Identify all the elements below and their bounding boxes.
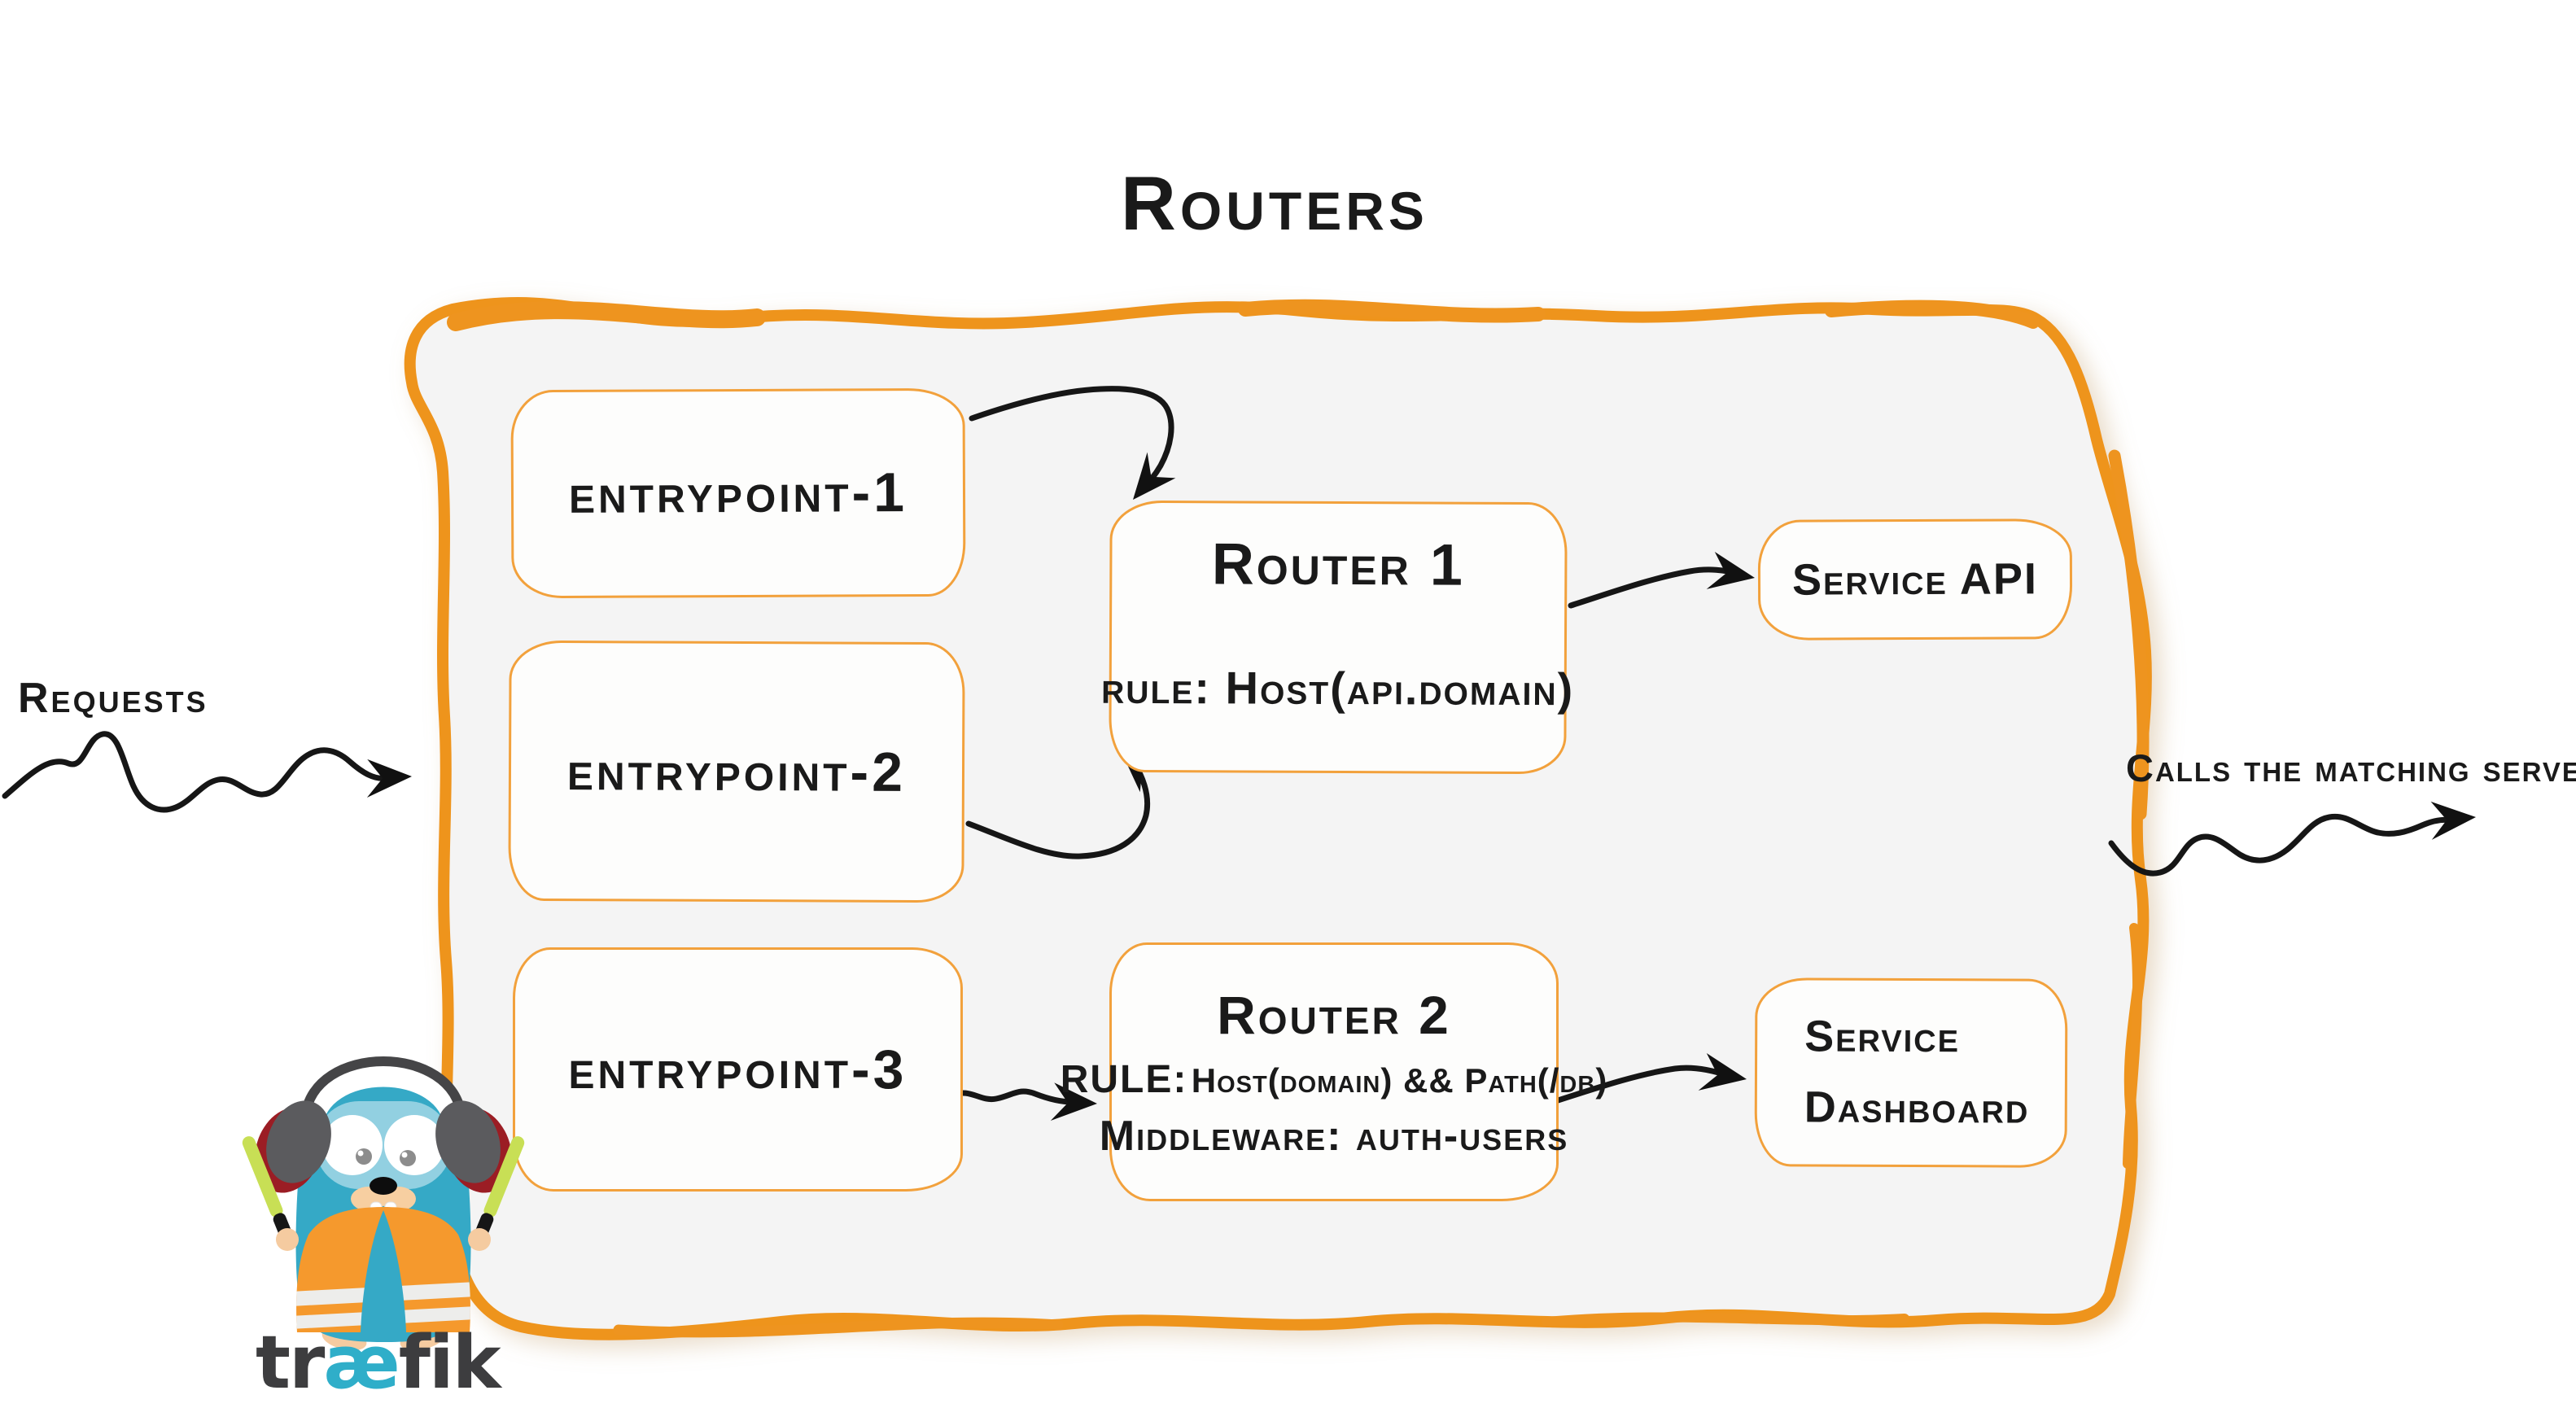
panel-brush-accents bbox=[447, 299, 2150, 1338]
router-2-rule-value: Host(domain) && Path(/db) bbox=[1191, 1060, 1608, 1100]
service-dashboard-label-line2: Dashboard bbox=[1804, 1082, 2030, 1133]
router-2-box: Router 2 RULE: Host(domain) && Path(/db)… bbox=[1061, 942, 1607, 1201]
calls-matching-server-label: Calls the matching server bbox=[2126, 746, 2576, 789]
arrow-entrypoint3-router2 bbox=[949, 1082, 1099, 1123]
router-1-rule: rule: Host(api.domain) bbox=[1101, 661, 1575, 715]
entrypoint-1-box: entrypoint-1 bbox=[510, 387, 966, 599]
service-api-box: Service API bbox=[1757, 518, 2073, 641]
service-api-label: Service API bbox=[1791, 554, 2039, 605]
mascot-eye bbox=[322, 1115, 383, 1175]
entrypoint-2-box: entrypoint-2 bbox=[508, 640, 965, 903]
router-2-middleware: Middleware: auth-users bbox=[1099, 1112, 1569, 1160]
wordmark-pre: tr bbox=[256, 1320, 325, 1406]
service-dashboard-label-line1: Service bbox=[1804, 1011, 1961, 1061]
arrow-entrypoint2-router1 bbox=[965, 734, 1167, 859]
entrypoint-1-label: entrypoint-1 bbox=[568, 461, 908, 525]
mascot-hand bbox=[276, 1228, 299, 1251]
router-2-name: Router 2 bbox=[1217, 984, 1451, 1045]
arrow-router1-serviceapi bbox=[1568, 551, 1758, 609]
router-2-rule-label: RULE: bbox=[1060, 1057, 1188, 1101]
mascot-eye bbox=[384, 1115, 444, 1175]
mascot-nose bbox=[370, 1177, 397, 1195]
arrow-entrypoint1-router1 bbox=[969, 386, 1177, 512]
mascot-eye-glint bbox=[357, 1150, 364, 1157]
mascot-headband bbox=[300, 1056, 466, 1122]
arrow-calls-out bbox=[2108, 798, 2478, 877]
mascot-earcup bbox=[266, 1100, 331, 1183]
requests-label: Requests bbox=[18, 675, 208, 722]
entrypoint-3-box: entrypoint-3 bbox=[513, 947, 963, 1192]
mascot-earcup bbox=[435, 1100, 501, 1183]
mascot-hand bbox=[468, 1228, 491, 1251]
mascot-headband-inner bbox=[298, 1062, 469, 1139]
mascot-vest-opening bbox=[361, 1210, 406, 1332]
router-2-rule: RULE: Host(domain) && Path(/db) bbox=[1061, 1057, 1608, 1102]
arrow-router2-servicedashboard bbox=[1550, 1052, 1750, 1105]
arrow-requests bbox=[2, 731, 413, 813]
wordmark-ae: æ bbox=[323, 1320, 400, 1406]
traefik-wordmark: træfik bbox=[256, 1320, 501, 1406]
mascot-eye-glint bbox=[401, 1152, 408, 1158]
mascot-pupil bbox=[400, 1150, 416, 1166]
wordmark-post: fik bbox=[398, 1320, 501, 1406]
service-dashboard-box: Service Dashboard bbox=[1754, 977, 2068, 1168]
entrypoint-3-label: entrypoint-3 bbox=[568, 1039, 908, 1100]
router-1-name: Router 1 bbox=[1211, 531, 1466, 598]
router-1-box: Router 1 rule: Host(api.domain) bbox=[1101, 500, 1574, 775]
traefik-gopher-mascot-icon bbox=[242, 1056, 525, 1351]
mascot-pupil bbox=[356, 1148, 372, 1165]
entrypoint-2-label: entrypoint-2 bbox=[566, 740, 907, 803]
page-title: Routers bbox=[1121, 160, 1428, 246]
